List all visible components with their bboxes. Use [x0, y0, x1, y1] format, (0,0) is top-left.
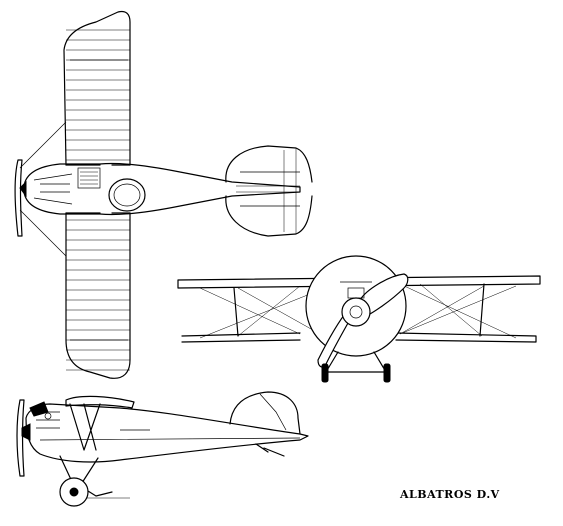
- side-view-upper-wing: [65, 395, 135, 409]
- front-view-upper-wing: [177, 275, 541, 289]
- front-view-left-wheel: [321, 363, 329, 383]
- top-view-fuselage: [23, 162, 301, 216]
- side-view-propeller: [16, 399, 25, 477]
- front-view-lower-wing: [181, 332, 537, 343]
- front-view-propeller: [359, 273, 409, 319]
- aircraft-caption: ALBATROS D.V: [400, 488, 500, 501]
- top-view-tailplane: [225, 145, 313, 237]
- top-view-propeller: [14, 159, 23, 237]
- front-view-right-wheel: [383, 363, 391, 383]
- side-view-tail: [229, 391, 301, 435]
- top-view-wing-ribs: [66, 29, 130, 371]
- side-view-fuselage: [25, 403, 309, 463]
- front-view: [177, 255, 541, 383]
- side-view: [16, 391, 309, 507]
- top-view: [14, 10, 313, 379]
